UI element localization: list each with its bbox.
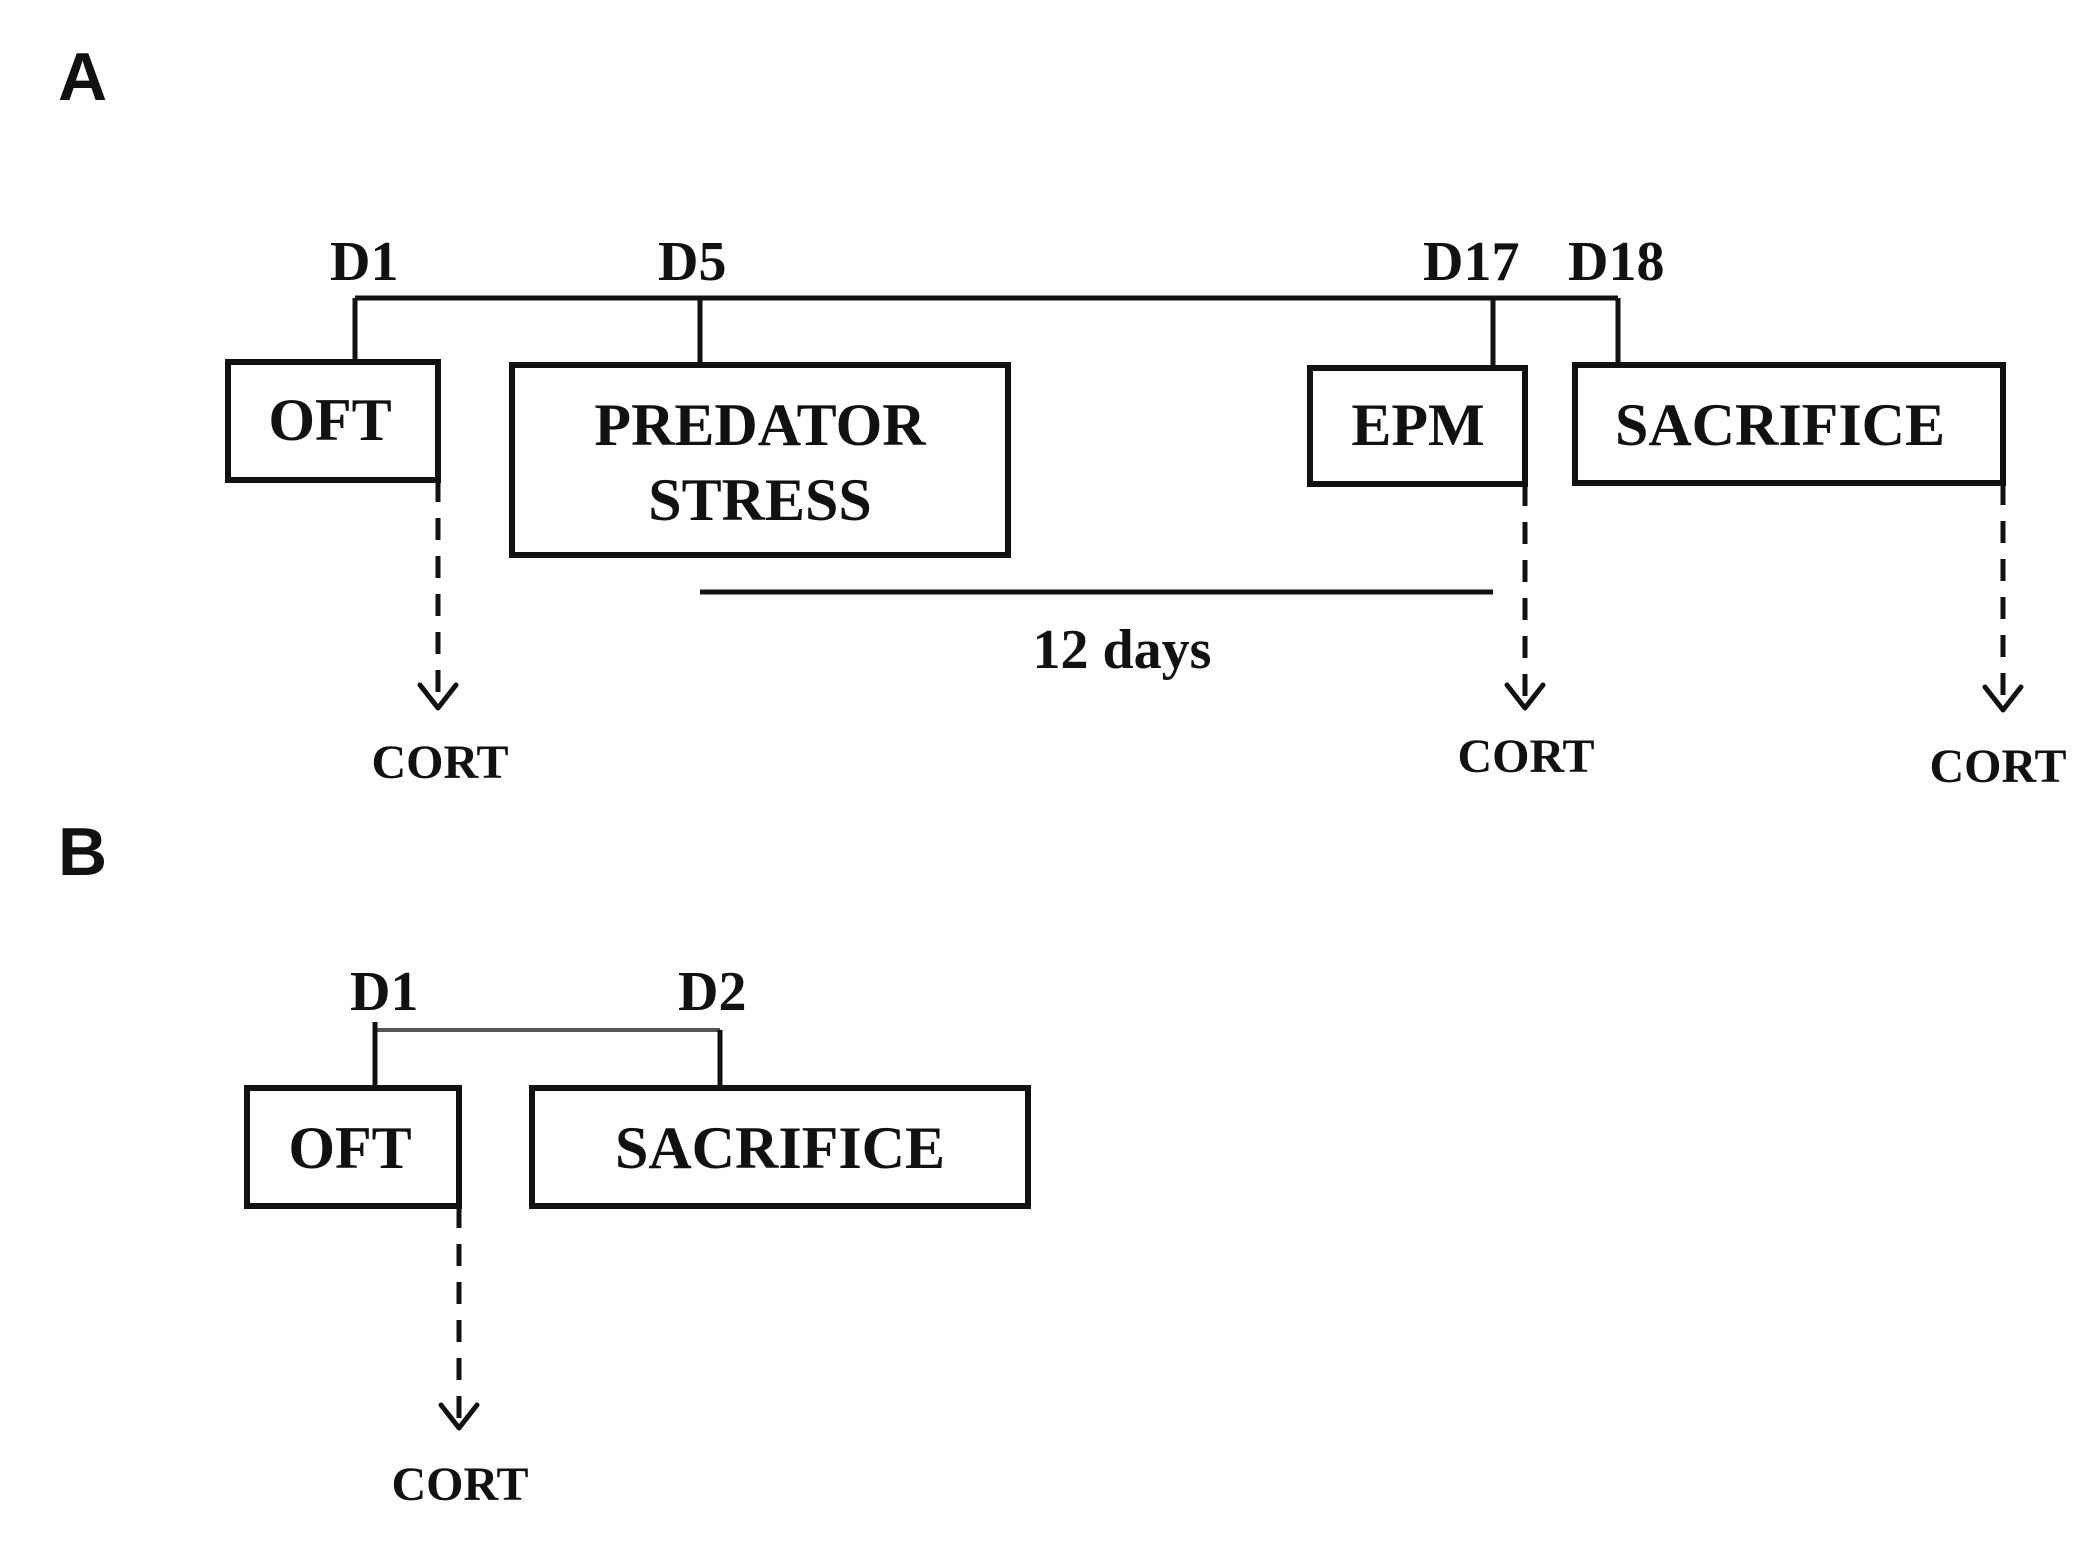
panel-b-cort-arrow xyxy=(438,1206,480,1431)
panel-a-label: A xyxy=(58,39,107,115)
panel-a-predator-label-line2: STRESS xyxy=(648,467,871,533)
panel-b-sacrifice-box xyxy=(529,1085,1031,1209)
panel-a-epm-box xyxy=(1307,365,1528,487)
panel-a-sacrifice-box xyxy=(1572,362,2006,486)
panel-a-cort-label-3: CORT xyxy=(1930,740,2067,793)
panel-a-day-d5: D5 xyxy=(658,231,726,293)
panel-a-cort-arrow-1 xyxy=(417,480,459,711)
panel-b-day-d2: D2 xyxy=(678,961,746,1023)
panel-a-cort-arrow-3 xyxy=(1982,483,2024,713)
panel-a-oft-label: OFT xyxy=(268,387,391,453)
panel-b: B D1 D2 OFT SACRIFICE CORT xyxy=(58,814,1031,1511)
panel-a-predator-label-line1: PREDATOR xyxy=(594,392,926,458)
panel-a-day-d17: D17 xyxy=(1423,231,1519,293)
panel-a-day-d1: D1 xyxy=(330,231,398,293)
panel-a-cort-label-1: CORT xyxy=(372,736,509,789)
panel-a-cort-arrow-2 xyxy=(1504,484,1546,711)
panel-b-day-d1: D1 xyxy=(350,961,418,1023)
panel-a: A D1 D5 D17 D18 OFT PREDATOR STRESS EPM … xyxy=(58,39,2067,793)
panel-b-sacrifice-label: SACRIFICE xyxy=(615,1115,945,1181)
panel-b-oft-label: OFT xyxy=(288,1115,411,1181)
panel-a-oft-box xyxy=(225,359,441,483)
panel-a-sacrifice-label: SACRIFICE xyxy=(1615,392,1945,458)
panel-a-day-d18: D18 xyxy=(1568,231,1664,293)
panel-a-epm-label: EPM xyxy=(1351,392,1484,458)
panel-a-interval-label: 12 days xyxy=(1033,619,1212,681)
panel-a-cort-label-2: CORT xyxy=(1458,730,1595,783)
panel-a-predator-stress-box xyxy=(509,362,1011,558)
panel-b-cort-label: CORT xyxy=(392,1458,529,1511)
panel-b-label: B xyxy=(58,814,107,890)
panel-b-oft-box xyxy=(244,1085,462,1209)
